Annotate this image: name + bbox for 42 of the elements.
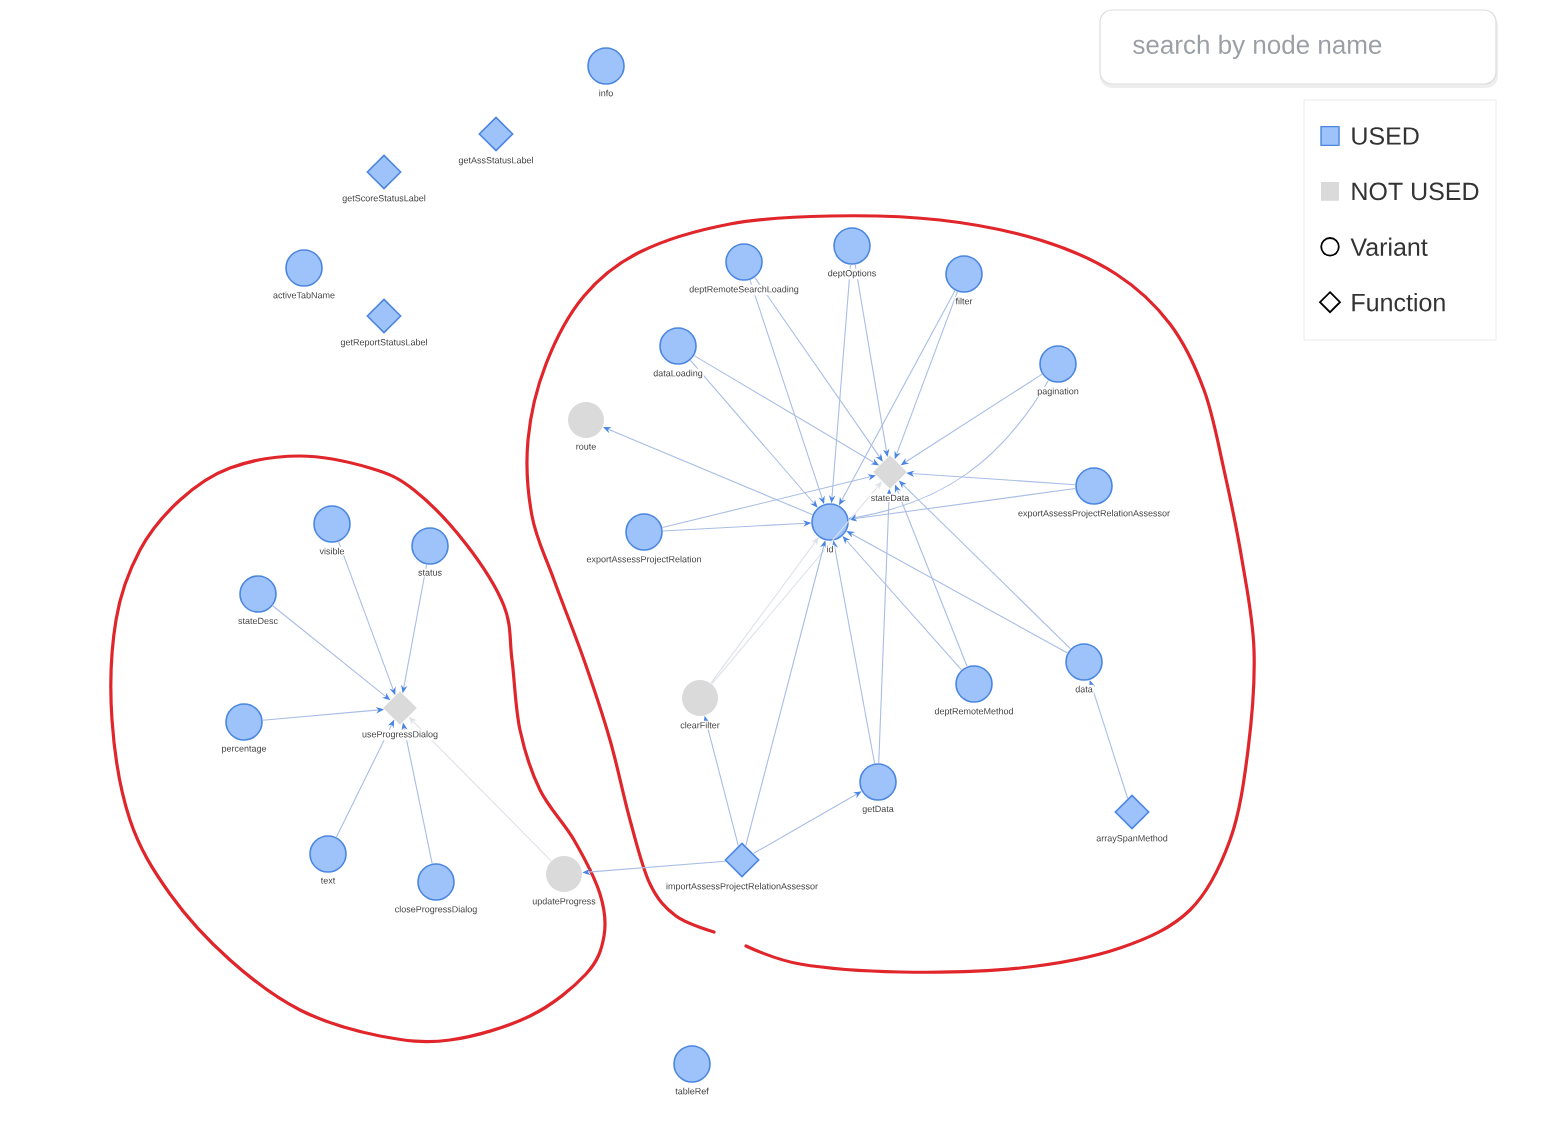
circle-node — [417, 863, 455, 901]
legend-label: Variant — [1350, 237, 1428, 256]
hand-drawn-loop — [525, 214, 1256, 974]
arrow — [661, 474, 876, 529]
circle-node — [811, 503, 849, 541]
circle-node — [587, 47, 625, 85]
circle-node — [239, 575, 277, 613]
circle-node — [1075, 467, 1113, 505]
circle-node — [309, 835, 347, 873]
circle-node — [313, 505, 351, 543]
circle-node — [955, 665, 993, 703]
circle-node — [568, 402, 604, 438]
arrow — [603, 427, 814, 516]
circle-node — [1065, 643, 1103, 681]
arrow — [689, 359, 818, 508]
legend-label: USED — [1352, 127, 1419, 145]
circle-node — [285, 249, 323, 287]
diamond-node — [478, 116, 514, 152]
circle-node — [1039, 345, 1077, 383]
diamond-node — [724, 842, 760, 878]
legend-label: NOT USED — [1352, 182, 1479, 201]
circle-node — [682, 680, 718, 716]
circle-node — [225, 703, 263, 741]
diamond-node — [366, 154, 402, 190]
diamond-node — [1114, 794, 1150, 830]
arrow — [754, 276, 883, 462]
search-field: search by node name — [1099, 9, 1498, 88]
circle-node — [625, 513, 663, 551]
circle-node — [673, 1045, 711, 1083]
arrow — [842, 536, 963, 671]
circle-node — [945, 255, 983, 293]
legend-label: Function — [1352, 293, 1445, 312]
circle-node — [859, 763, 897, 801]
circle-node — [725, 243, 763, 281]
circle-node — [833, 227, 871, 265]
circle-node — [659, 327, 697, 365]
diamond-node — [366, 298, 402, 334]
diamond-node — [873, 455, 907, 489]
circle-node — [546, 856, 582, 892]
arrow — [710, 537, 819, 684]
circle-node — [411, 527, 449, 565]
diamond-node — [383, 691, 417, 725]
